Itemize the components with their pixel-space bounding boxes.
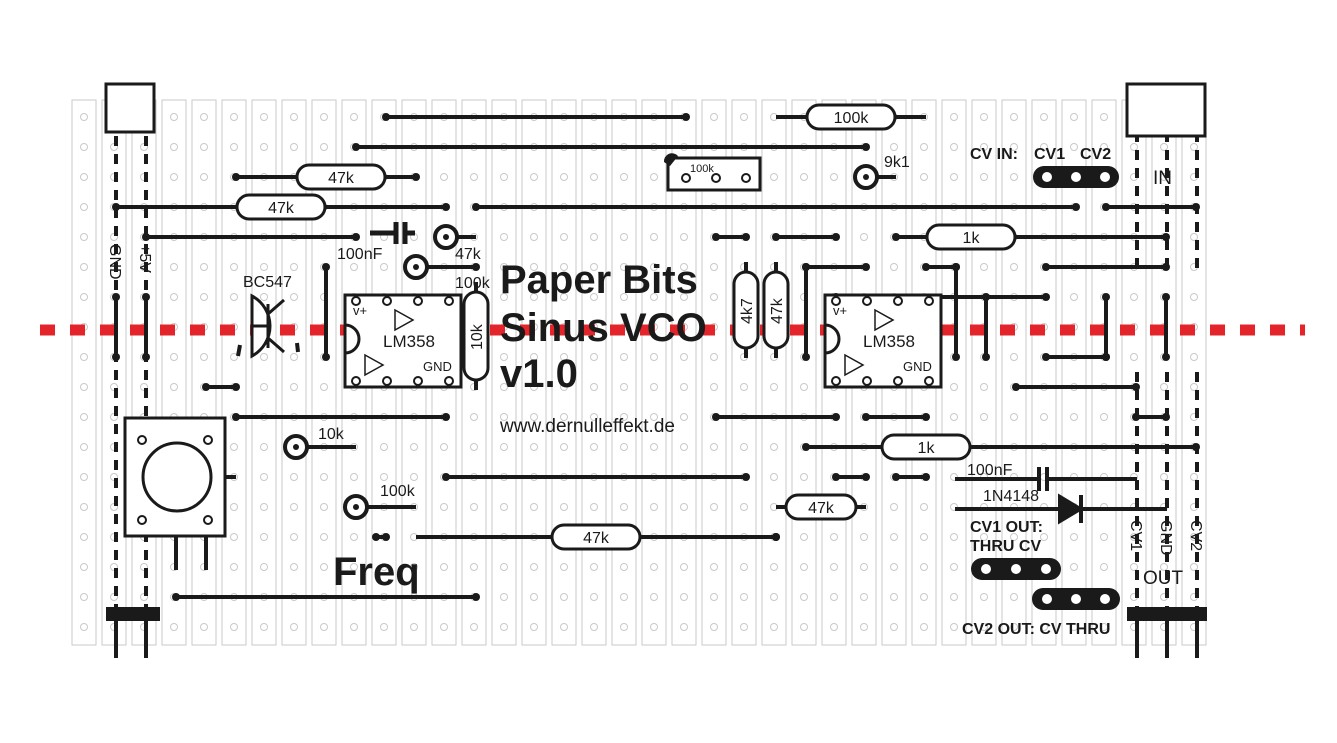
resistor-r_47k_a: 47k <box>266 163 416 191</box>
opamp-vplus-label: v+ <box>833 303 847 318</box>
title-line1: Paper Bits <box>500 258 698 302</box>
resistor-label: 47k <box>769 297 786 324</box>
diode-1n4148 <box>955 493 1167 525</box>
out-gnd-label: GND <box>1157 520 1174 556</box>
resistor-r_47k_b: 47k <box>206 193 356 221</box>
cv2-out-jumper <box>1032 588 1120 610</box>
opamp-name-label: LM358 <box>863 332 915 351</box>
trimmer-label: 10k <box>318 426 345 443</box>
title-line3: v1.0 <box>500 352 578 396</box>
trimmer-label: 100k <box>455 275 491 292</box>
capacitor-100nf-bottom <box>955 467 1137 491</box>
capacitor-100nf-top <box>370 222 415 244</box>
trimmer-trim_9k1: 9k1 <box>853 154 910 190</box>
opamp-vplus-label: v+ <box>353 303 367 318</box>
resistor-label: 1k <box>918 440 936 457</box>
opamp-name-label: LM358 <box>383 332 435 351</box>
diode-label: 1N4148 <box>983 488 1039 505</box>
trimmer-trim_10k: 10k <box>283 426 356 460</box>
resistor-label: 47k <box>583 530 610 547</box>
cv1-label: CV1 <box>1034 146 1065 163</box>
opamp-gnd-label: GND <box>423 359 452 374</box>
cap-100nf-top-label: 100nF <box>337 246 383 263</box>
cv2-label: CV2 <box>1080 146 1111 163</box>
resistor-label: 100k <box>834 110 870 127</box>
cap-100nf-bottom-label: 100nF <box>967 462 1013 479</box>
cv1-out-label-line1: CV1 OUT: <box>970 519 1043 536</box>
trimmer-trim_100k_top: 100k <box>663 153 762 192</box>
out-cv1-label: CV1 <box>1127 520 1144 551</box>
trimmer-label: 100k <box>380 483 416 500</box>
out-label: OUT <box>1143 568 1184 589</box>
gnd-label-left: GND <box>106 244 123 280</box>
resistor-label: 1k <box>963 230 981 247</box>
opamp-gnd-label: GND <box>903 359 932 374</box>
in-label: IN <box>1153 168 1172 189</box>
resistor-r_100k_top: 100k <box>776 103 926 131</box>
resistor-label: 10k <box>469 323 486 350</box>
title-line2: Sinus VCO <box>500 306 707 350</box>
trimmer-label: 9k1 <box>884 154 910 171</box>
cv1-out-jumper <box>971 558 1061 580</box>
in-connector <box>1125 82 1207 658</box>
cv-in-jumper <box>1033 166 1119 188</box>
website-url: www.dernulleffekt.de <box>499 416 675 437</box>
trimmer-label: 47k <box>455 246 482 263</box>
trimmer-trim_100k_mid: 100k <box>403 254 491 292</box>
resistor-r_47k_vertical: 47k <box>762 262 790 358</box>
trimmer-trim_47k: 47k <box>433 224 482 263</box>
out-cv2-label: CV2 <box>1187 520 1204 551</box>
transistor-bc547 <box>236 293 300 359</box>
trimmer-label: 100k <box>690 163 714 175</box>
plus5v-label: +5V <box>136 244 153 273</box>
cv-in-label: CV IN: <box>970 146 1018 163</box>
resistor-r_1k_bottom: 1k <box>866 433 986 461</box>
resistor-r_1k_right: 1k <box>896 223 1046 251</box>
cv2-out-label: CV2 OUT: CV THRU <box>962 621 1110 638</box>
trimmer-trim_100k_bottom: 100k <box>343 483 416 520</box>
resistor-r_47k_bottom_right: 47k <box>776 493 866 521</box>
transistor-label: BC547 <box>243 274 292 291</box>
resistor-label: 47k <box>268 200 295 217</box>
resistor-r_47k_bottom: 47k <box>416 523 776 551</box>
resistor-label: 47k <box>808 500 835 517</box>
resistor-label: 47k <box>328 170 355 187</box>
power-connector <box>104 82 160 658</box>
resistor-r_10k_vertical: 10k <box>462 282 490 390</box>
freq-label: Freq <box>333 550 420 594</box>
resistor-r_4k7: 4k7 <box>732 262 760 358</box>
freq-potentiometer <box>123 416 236 570</box>
resistor-label: 4k7 <box>739 298 756 324</box>
cv1-out-label-line2: THRU CV <box>970 538 1041 555</box>
